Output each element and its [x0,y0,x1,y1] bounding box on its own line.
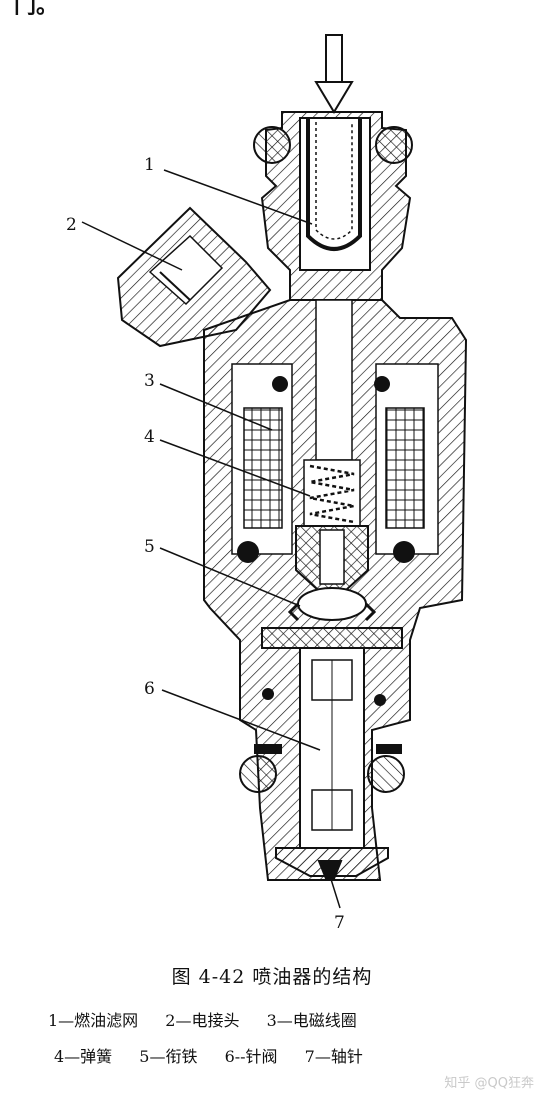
callout-2: 2 [66,215,77,235]
legend-item: 2—电接头 [165,1011,240,1030]
seal-washer [254,744,282,754]
inlet-tube [260,111,412,301]
leader-lines [81,169,341,909]
o-ring-top-left [253,126,291,164]
legend-item: 4—弹簧 [54,1047,113,1066]
electrical-connector [116,206,272,348]
solenoid-coil-right [385,407,425,529]
figure-caption: 图 4-42 喷油器的结构 [171,966,373,988]
legend-row-1: 1—燃油滤网 2—电接头 3—电磁线圈 [48,1007,379,1031]
coil-seal-icon [374,376,390,392]
down-arrow-icon [314,34,354,114]
solenoid-coil-left [243,407,283,529]
callout-6: 6 [144,679,155,699]
o-ring-bottom-right [367,755,405,793]
callout-4: 4 [144,427,155,447]
armature [287,525,377,622]
callout-3: 3 [144,371,155,391]
callout-7: 7 [334,913,345,933]
legend-item: 7—轴针 [304,1047,363,1066]
fuel-filter [306,118,362,251]
top-text-fragment: 门。 [14,0,59,19]
coil-seal-icon [272,376,288,392]
legend-item: 3—电磁线圈 [266,1011,357,1030]
watermark: 知乎 @QQ狂奔 [444,1076,534,1091]
coil-seal-icon [393,541,415,563]
o-ring-bottom-left [239,755,277,793]
return-spring [303,459,361,527]
legend-item: 6--针阀 [224,1047,278,1066]
legend-row-2: 4—弹簧 5—衔铁 6--针阀 7—轴针 [54,1043,385,1067]
coil-seal-icon [262,688,274,700]
o-ring-top-right [375,126,413,164]
legend-item: 5—衔铁 [139,1047,198,1066]
seal-washer [376,744,402,754]
callout-1: 1 [144,155,155,175]
coil-seal-icon [237,541,259,563]
coil-seal-icon [374,694,386,706]
callout-5: 5 [144,537,155,557]
legend-item: 1—燃油滤网 [48,1011,139,1030]
needle-valve [261,627,403,881]
